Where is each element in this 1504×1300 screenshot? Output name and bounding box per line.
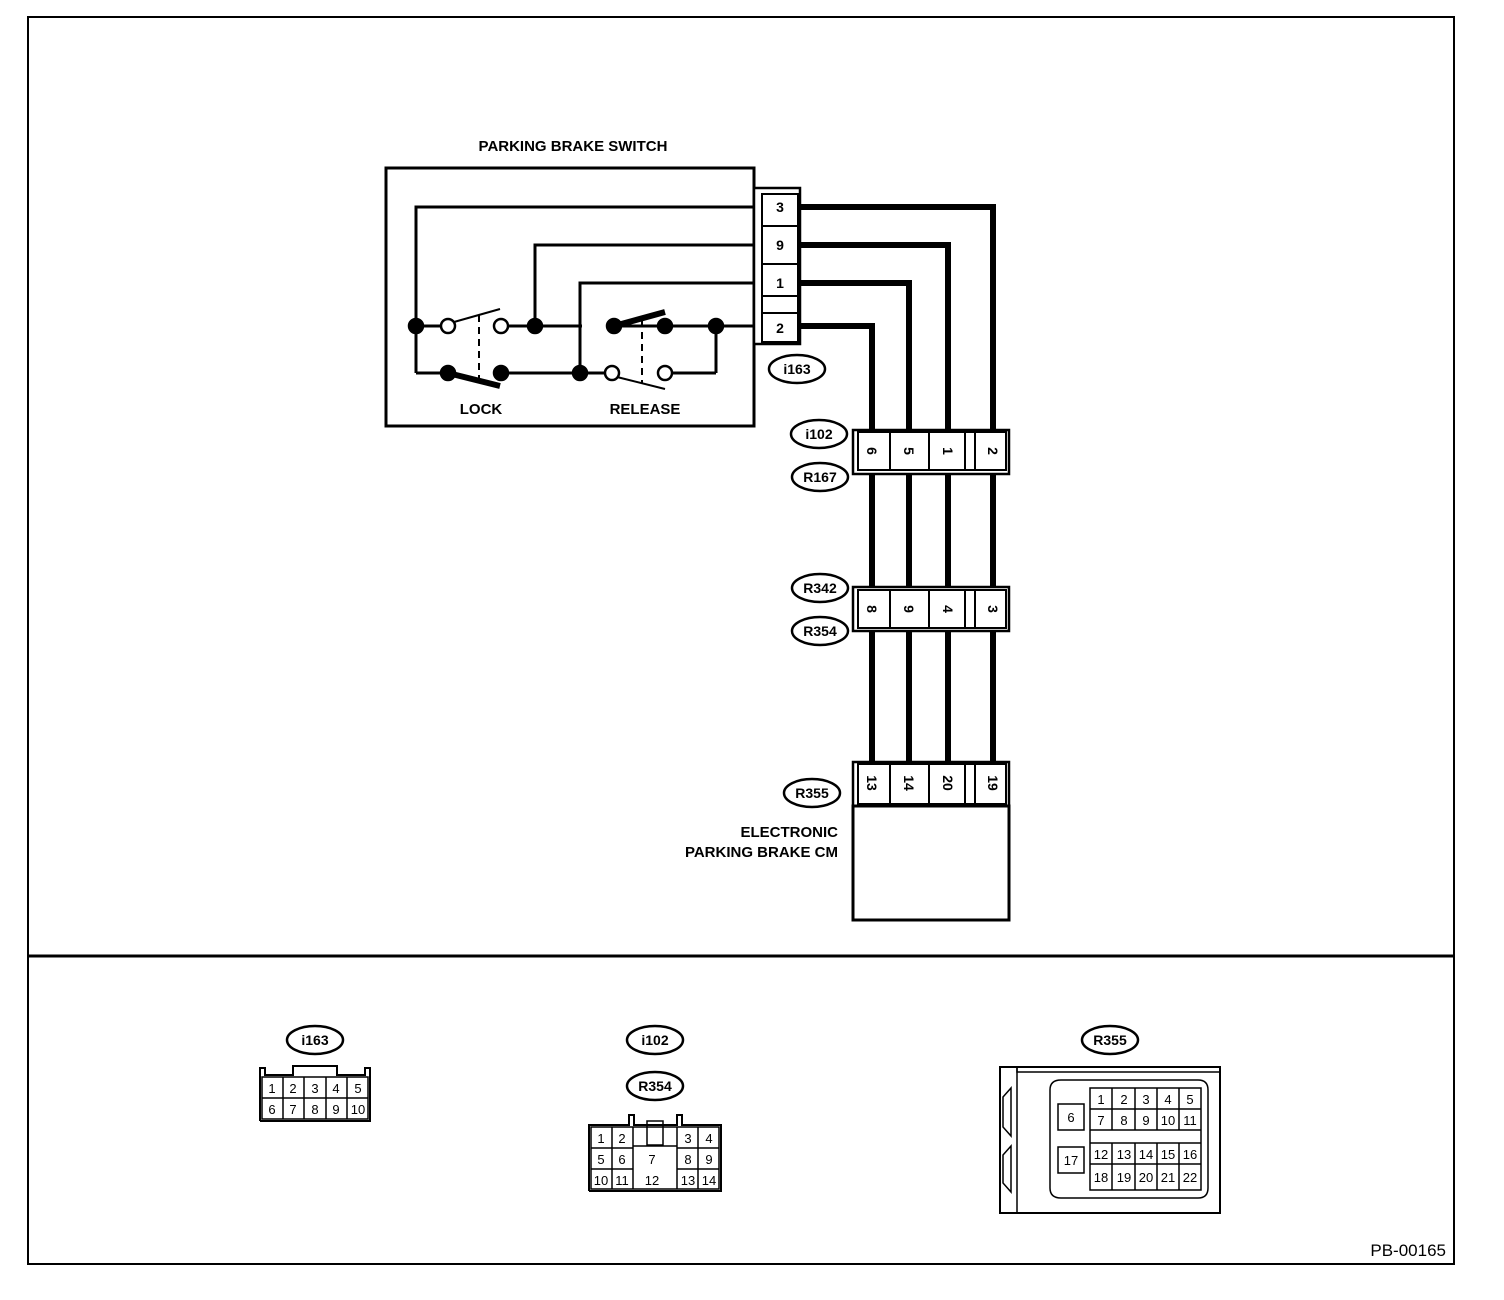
r354-tag: R354	[803, 623, 837, 639]
connector-view-r355: R355 6 17 1 2 3 4	[999, 1024, 1221, 1214]
view-r355-pin: 5	[1186, 1092, 1193, 1107]
connector-i163: 3 9 1 2 i163	[752, 186, 827, 385]
parking-brake-switch: PARKING BRAKE SWITCH	[384, 138, 762, 428]
view-i163-pin: 7	[289, 1102, 296, 1117]
lock-label: LOCK	[460, 401, 503, 418]
view-i102-pin: 8	[684, 1152, 691, 1167]
connector-view-i102-r354: i102 R354 1 2 3 4 5 6 7 8 9 10	[588, 1024, 722, 1192]
r342-pin: 9	[901, 605, 917, 613]
view-r355-pin: 21	[1161, 1170, 1175, 1185]
r342-tag: R342	[803, 580, 837, 596]
view-r355-pin: 15	[1161, 1147, 1175, 1162]
view-i102-pin: 12	[645, 1173, 659, 1188]
view-i163-pin: 1	[268, 1081, 275, 1096]
view-i102-pin: 2	[618, 1131, 625, 1146]
view-r355-pin: 3	[1142, 1092, 1149, 1107]
cm-label-line1: ELECTRONIC	[741, 824, 839, 841]
view-r354-tag: R354	[638, 1078, 672, 1094]
r355-pin: 20	[940, 775, 956, 791]
switch-internal-wiring	[414, 205, 762, 390]
inline-connector-r342-r354: 8 9 4 3 R342 R354	[790, 572, 1011, 647]
view-r355-pin: 19	[1117, 1170, 1131, 1185]
i102-pin: 6	[864, 447, 880, 455]
view-r355-tag: R355	[1093, 1032, 1127, 1048]
r342-pin: 8	[864, 605, 880, 613]
i102-pin: 5	[901, 447, 917, 455]
r167-tag: R167	[803, 469, 837, 485]
view-i102-pin: 13	[681, 1173, 695, 1188]
view-r355-pin: 11	[1183, 1113, 1197, 1128]
view-r355-pin: 10	[1161, 1113, 1175, 1128]
view-i102-pin: 1	[597, 1131, 604, 1146]
view-i163-pin: 5	[354, 1081, 361, 1096]
r355-pin: 14	[901, 775, 917, 791]
view-i102-pin: 3	[684, 1131, 691, 1146]
view-r355-pin: 8	[1120, 1113, 1127, 1128]
view-r355-pin: 12	[1094, 1147, 1108, 1162]
view-r355-pin: 18	[1094, 1170, 1108, 1185]
view-i102-pin: 6	[618, 1152, 625, 1167]
view-i163-pin: 10	[351, 1102, 365, 1117]
inline-connector-i102-r167: 6 5 1 2 i102 R167	[789, 418, 1011, 493]
i163-pin: 9	[776, 237, 784, 253]
view-i102-tag: i102	[641, 1032, 668, 1048]
r355-tag: R355	[795, 785, 829, 801]
view-i102-pin: 10	[594, 1173, 608, 1188]
switch-title: PARKING BRAKE SWITCH	[479, 138, 668, 155]
view-r355-pin: 6	[1067, 1110, 1074, 1125]
view-r355-pin: 1	[1097, 1092, 1104, 1107]
i102-tag: i102	[805, 426, 832, 442]
view-r355-pin: 7	[1097, 1113, 1104, 1128]
view-r355-pin: 16	[1183, 1147, 1197, 1162]
view-i102-pin: 5	[597, 1152, 604, 1167]
i102-pin: 1	[940, 447, 956, 455]
view-i102-pin: 14	[702, 1173, 716, 1188]
diagram-code: PB-00165	[1370, 1241, 1446, 1260]
view-r355-pin: 22	[1183, 1170, 1197, 1185]
view-i102-pin: 11	[615, 1173, 629, 1188]
view-i163-pin: 3	[311, 1081, 318, 1096]
view-r355-pin: 20	[1139, 1170, 1153, 1185]
view-r355-pin: 9	[1142, 1113, 1149, 1128]
i163-tag: i163	[783, 361, 810, 377]
i163-pin: 3	[776, 199, 784, 215]
view-i163-pin: 4	[332, 1081, 339, 1096]
view-i102-pin: 9	[705, 1152, 712, 1167]
i163-pin: 2	[776, 320, 784, 336]
view-r355-pin: 17	[1064, 1153, 1078, 1168]
view-r355-pin: 2	[1120, 1092, 1127, 1107]
r355-pin: 13	[864, 775, 880, 791]
view-i163-pin: 2	[289, 1081, 296, 1096]
release-label: RELEASE	[610, 401, 681, 418]
r342-pin: 3	[985, 605, 1001, 613]
view-r355-pin: 14	[1139, 1147, 1153, 1162]
view-i163-pin: 9	[332, 1102, 339, 1117]
connector-view-i163: i163 1 2 3 4 5 6 7 8 9 10	[259, 1024, 371, 1122]
view-i163-pin: 8	[311, 1102, 318, 1117]
view-r355-pin: 13	[1117, 1147, 1131, 1162]
cm-body	[851, 804, 1011, 922]
view-r355-pin: 4	[1164, 1092, 1171, 1107]
switch-contacts	[407, 317, 725, 382]
view-i102-pin: 7	[648, 1152, 655, 1167]
view-i163-tag: i163	[301, 1032, 328, 1048]
r342-pin: 4	[940, 605, 956, 613]
cm-label-line2: PARKING BRAKE CM	[685, 844, 838, 861]
view-i163-pin: 6	[268, 1102, 275, 1117]
r355-pin: 19	[985, 775, 1001, 791]
i102-pin: 2	[985, 447, 1001, 455]
view-i102-pin: 4	[705, 1131, 712, 1146]
electronic-parking-brake-cm: 13 14 20 19 R355 ELECTRONIC PARKING BRAK…	[685, 760, 1011, 922]
i163-pin: 1	[776, 275, 784, 291]
outer-frame	[27, 16, 1455, 1265]
